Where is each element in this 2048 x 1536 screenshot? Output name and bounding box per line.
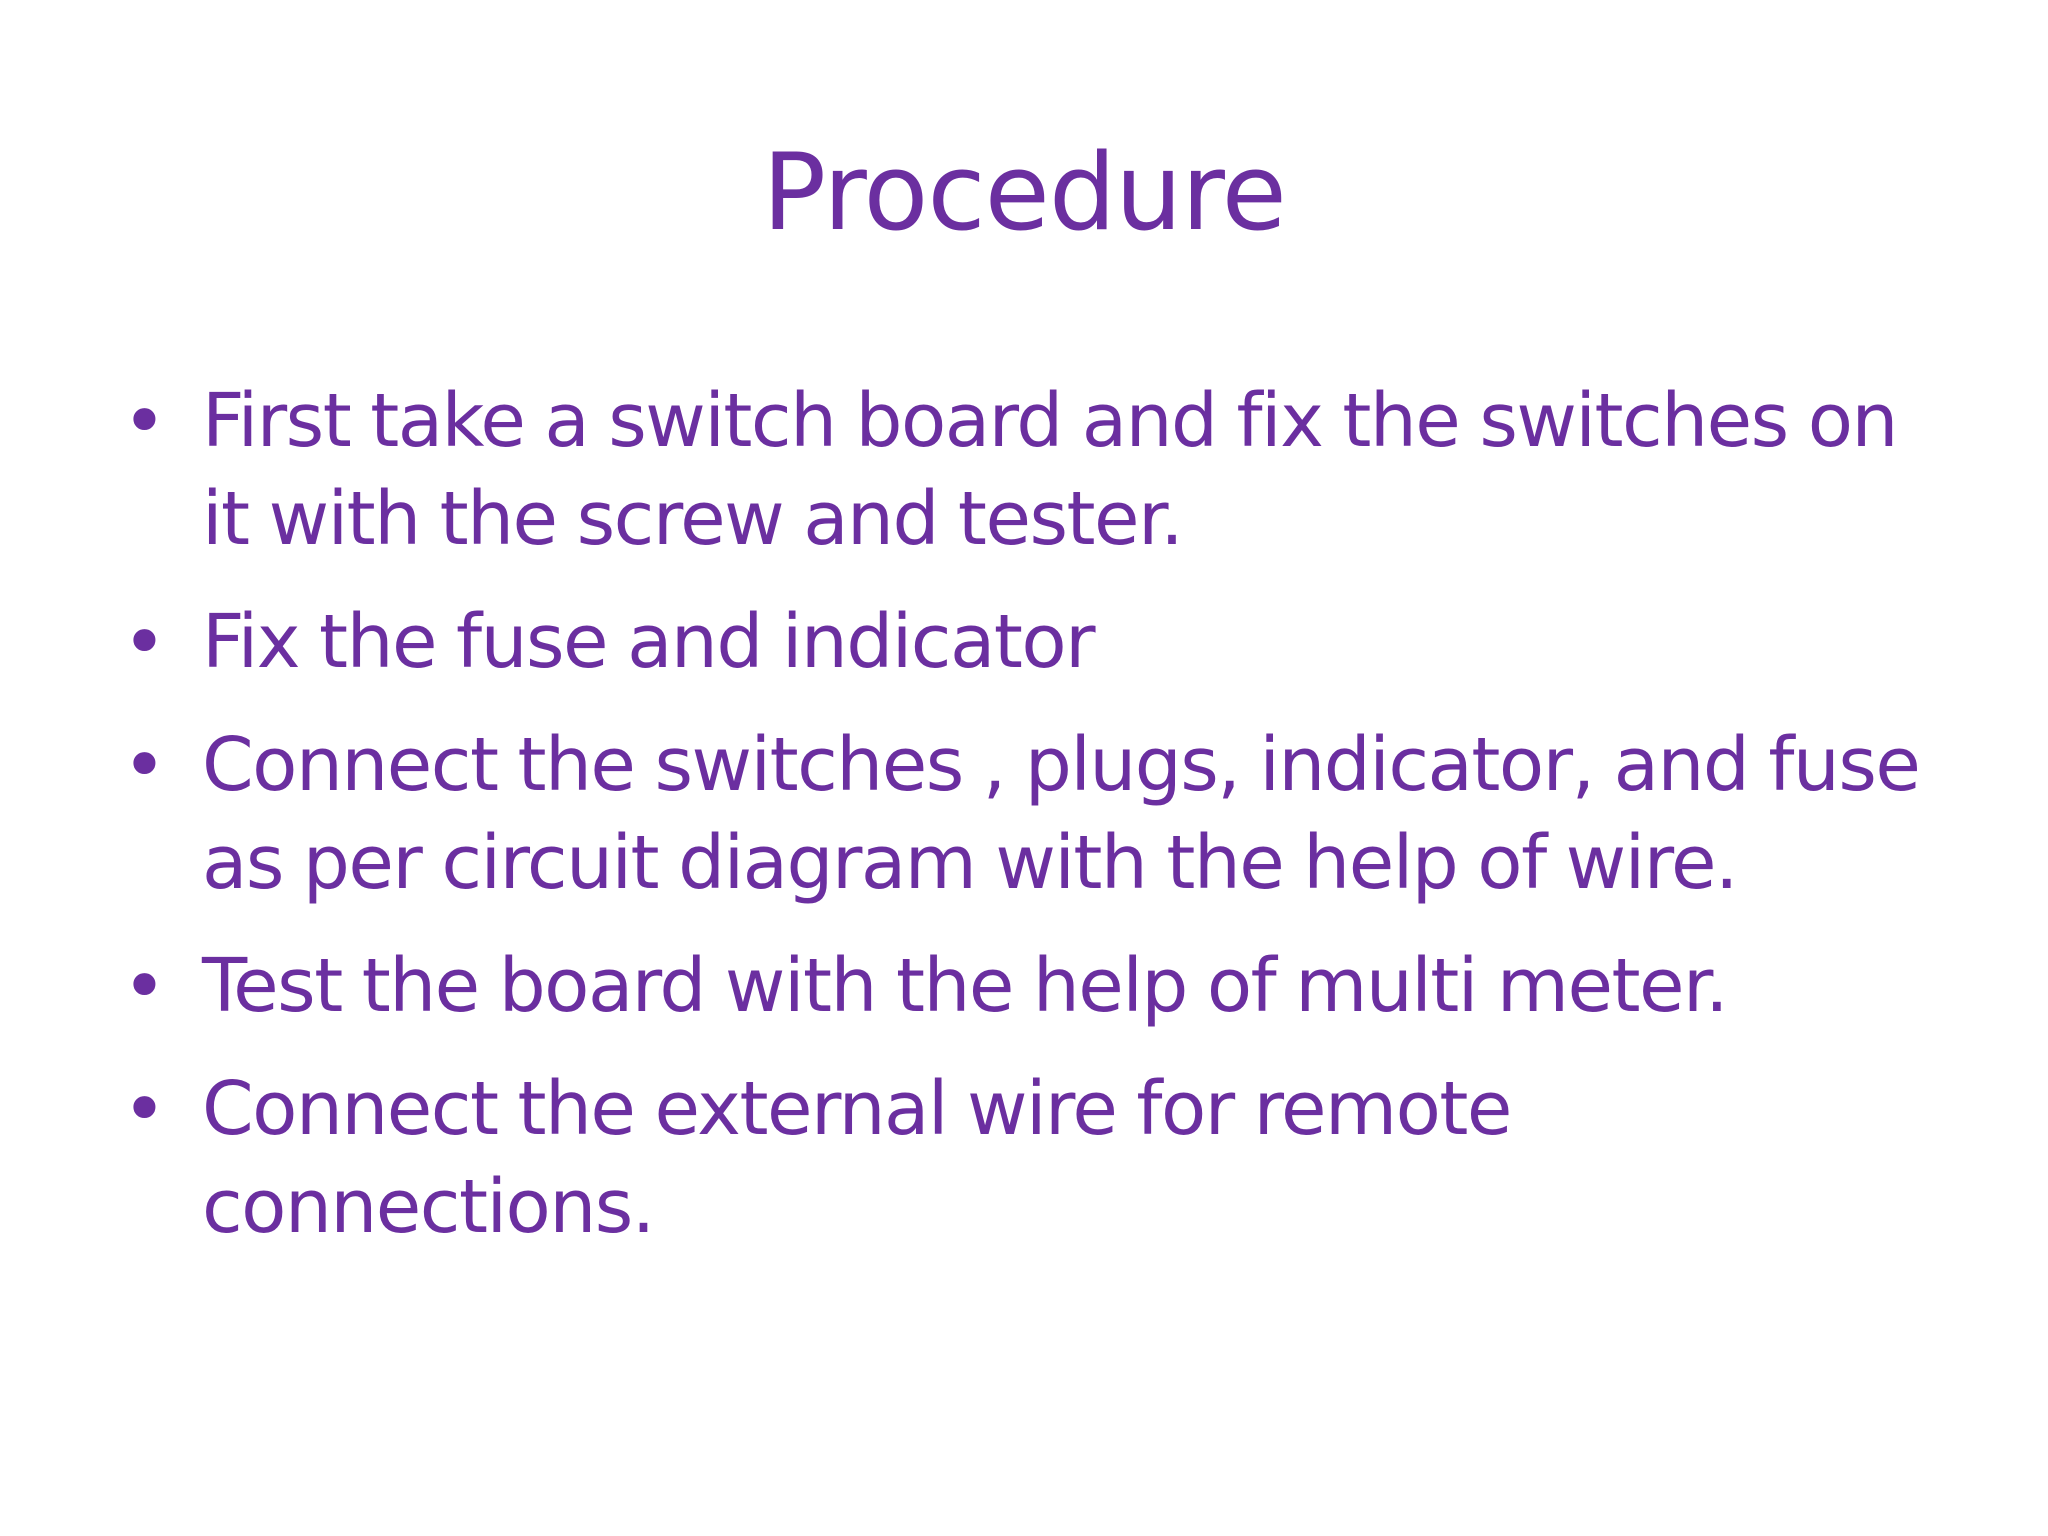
bullet-icon: • [122,376,167,465]
slide-title: Procedure [762,131,1287,254]
bullet-list: • First take a switch board and fix the … [122,372,1952,1281]
bullet-text: Fix the fuse and indicator [202,599,1096,685]
bullet-item: • Fix the fuse and indicator [122,593,1952,691]
bullet-item: • Connect the external wire for remote c… [122,1060,1952,1256]
bullet-icon: • [122,941,167,1030]
bullet-item: • Connect the switches , plugs, indicato… [122,716,1952,912]
bullet-text: Connect the switches , plugs, indicator,… [202,722,1921,906]
bullet-text: Connect the external wire for remote con… [202,1066,1512,1250]
bullet-icon: • [122,597,167,686]
bullet-icon: • [122,1064,167,1153]
bullet-icon: • [122,720,167,809]
bullet-text: First take a switch board and fix the sw… [202,378,1898,562]
bullet-item: • Test the board with the help of multi … [122,937,1952,1035]
bullet-item: • First take a switch board and fix the … [122,372,1952,568]
bullet-text: Test the board with the help of multi me… [202,943,1729,1029]
